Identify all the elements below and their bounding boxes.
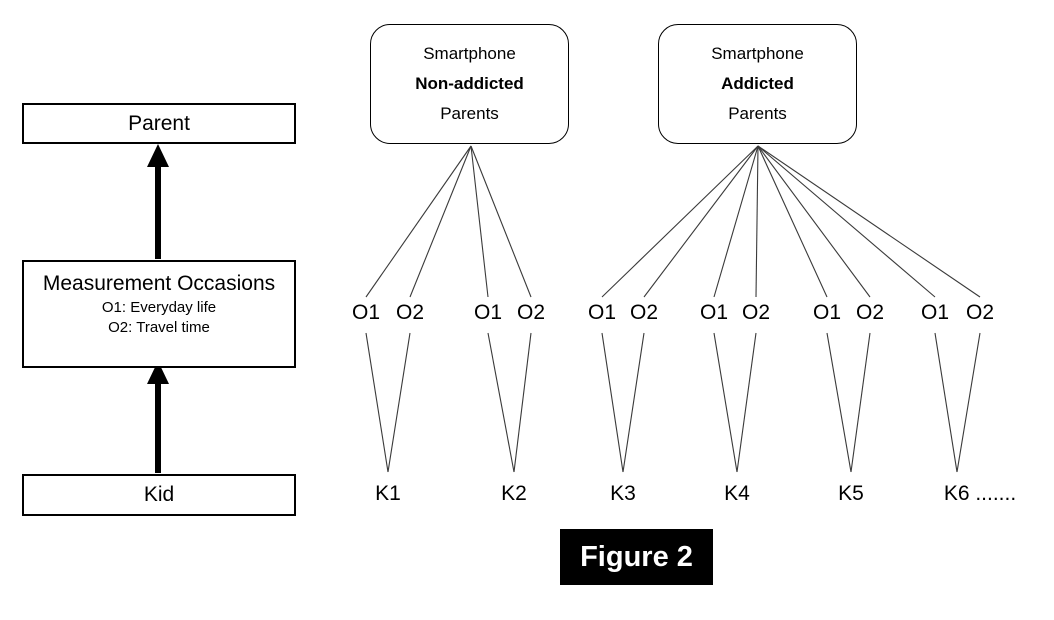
kid-label-k3: K3 [610,482,636,505]
occasion-to-kid-lines [365,332,981,473]
kid-label-k4: K4 [724,482,750,505]
occasion-label-o1-k5: O1 [812,301,842,324]
fan-lines-nonaddicted [365,145,532,298]
occasion-label-o2-k5: O2 [855,301,885,324]
addicted-line2: Addicted [721,74,794,93]
occasion-label-o1-k3: O1 [587,301,617,324]
nonaddicted-parents-box: Smartphone Non-addicted Parents [370,24,569,144]
occasion-label-o2-k2: O2 [516,301,546,324]
addicted-parents-box: Smartphone Addicted Parents [658,24,857,144]
addicted-line1: Smartphone [711,44,804,63]
occasion-label-o1-k2: O1 [473,301,503,324]
occasion-label-o1-k1: O1 [351,301,381,324]
nonaddicted-line1: Smartphone [423,44,516,63]
parent-box-label: Parent [128,111,190,135]
occasion-label-o2-k6: O2 [965,301,995,324]
occasion-label-o1-k6: O1 [920,301,950,324]
occasion-label-o1-k4: O1 [699,301,729,324]
kid-box-label: Kid [143,483,175,506]
figure-caption-text: Figure 2 [580,540,693,573]
kid-label-k5: K5 [838,482,864,505]
addicted-line3: Parents [728,104,787,123]
occasion-label-o2-k4: O2 [741,301,771,324]
fan-lines-addicted [601,145,981,298]
occasion-label-o2-k1: O2 [395,301,425,324]
flow-arrow-measurement-to-parent [147,144,169,259]
measurement-occasion-2: O2: Travel time [108,319,210,336]
parent-box: Parent [22,103,296,144]
kid-box: Kid [22,474,296,516]
kid-label-k6: K6 ....... [943,482,1017,505]
figure-caption: Figure 2 [560,529,713,585]
measurement-box-title: Measurement Occasions [42,272,276,295]
kid-label-k1: K1 [375,482,401,505]
nonaddicted-line2: Non-addicted [415,74,524,93]
kid-label-k2: K2 [501,482,527,505]
flow-arrow-kid-to-measurement [147,361,169,473]
measurement-occasion-1: O1: Everyday life [101,299,217,316]
occasion-label-o2-k3: O2 [629,301,659,324]
measurement-occasions-box: Measurement Occasions O1: Everyday life … [22,260,296,368]
nonaddicted-line3: Parents [440,104,499,123]
